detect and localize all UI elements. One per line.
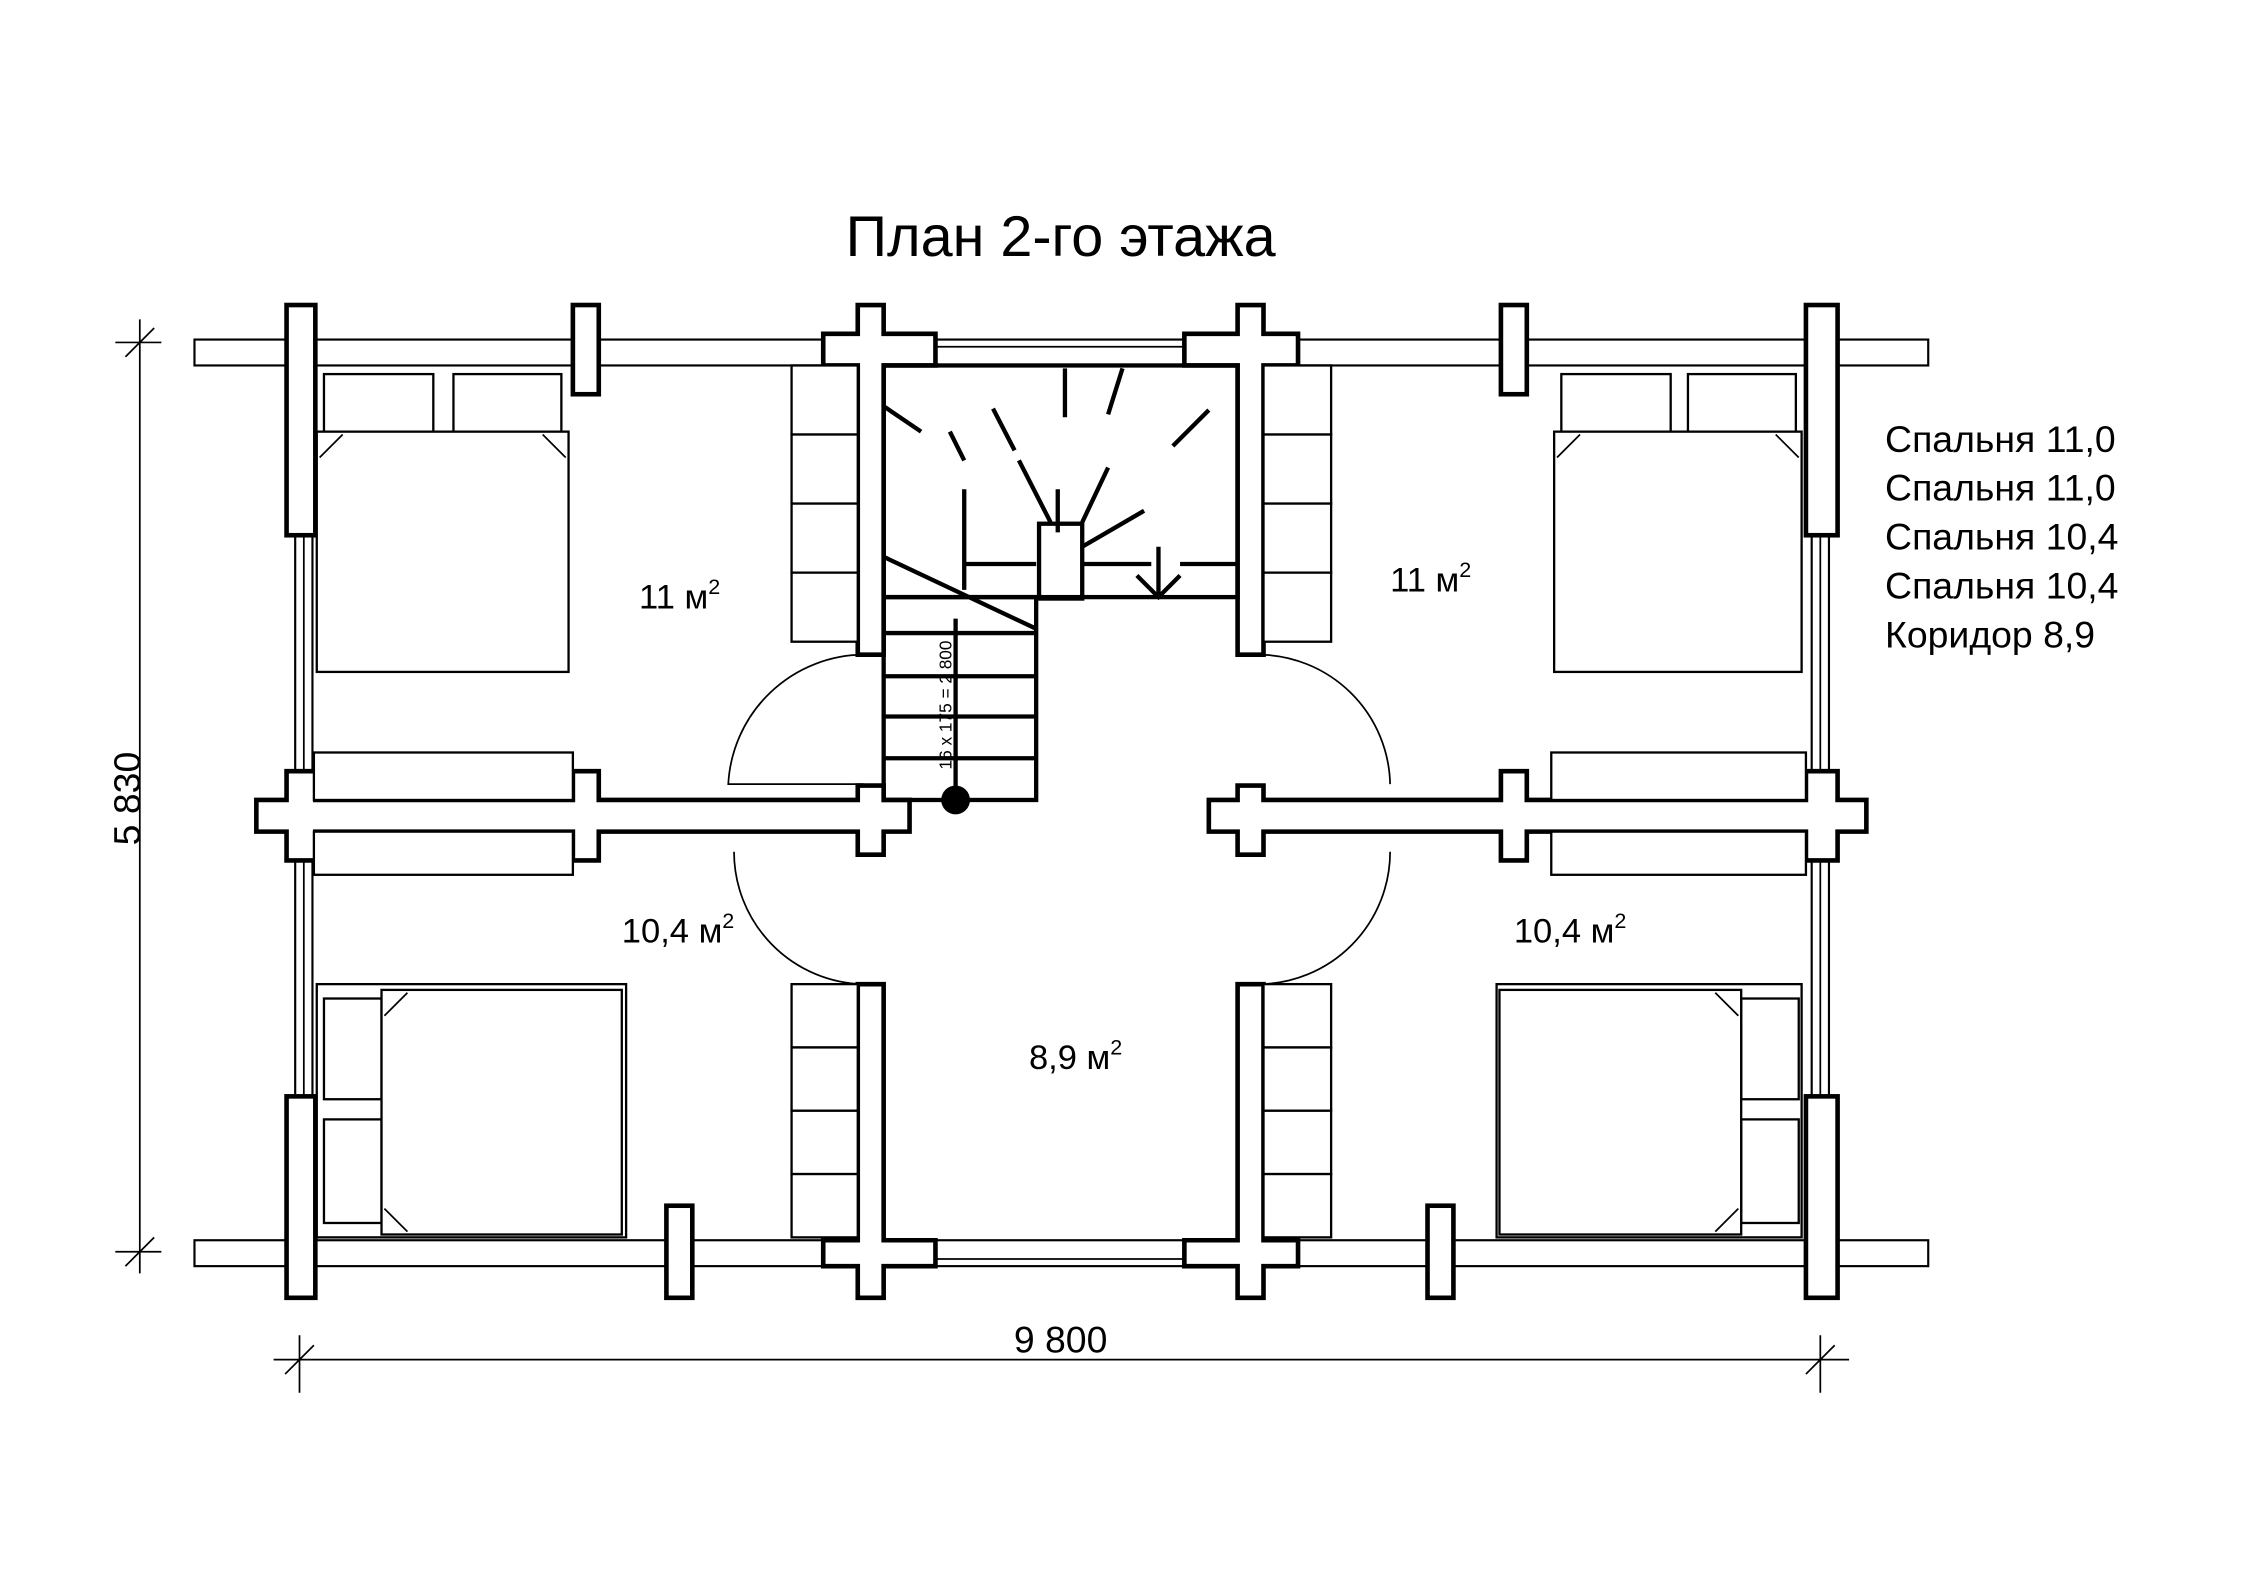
area-legend: Спальня 11,0 Спальня 11,0 Спальня 10,4 С… [1885,418,2118,656]
area-bedroom-bottom-left: 10,4 м2 [622,908,735,950]
stair-label: 16 x 175 = 2 800 [935,641,955,770]
svg-text:9 800: 9 800 [1014,1318,1108,1360]
staircase: 16 x 175 = 2 800 [881,363,1240,815]
area-bedroom-top-left: 11 м2 [639,574,720,616]
beds [315,372,1803,1239]
legend-item: Спальня 11,0 [1885,418,2116,460]
wardrobes [312,364,1808,1239]
stair-start-dot [941,785,970,815]
area-bedroom-top-right: 11 м2 [1390,557,1471,599]
legend-item: Коридор 8,9 [1885,613,2095,655]
legend-item: Спальня 10,4 [1885,565,2118,607]
legend-item: Спальня 10,4 [1885,516,2118,558]
area-bedroom-bottom-right: 10,4 м2 [1514,908,1627,950]
plan-title: План 2-го этажа [846,205,1276,269]
dimension-width: 9 800 [273,1318,1850,1393]
legend-item: Спальня 11,0 [1885,467,2116,509]
doors [727,653,1391,986]
svg-text:5 830: 5 830 [106,752,148,846]
area-corridor: 8,9 м2 [1029,1035,1122,1077]
dimension-height: 5 830 [106,319,162,1274]
